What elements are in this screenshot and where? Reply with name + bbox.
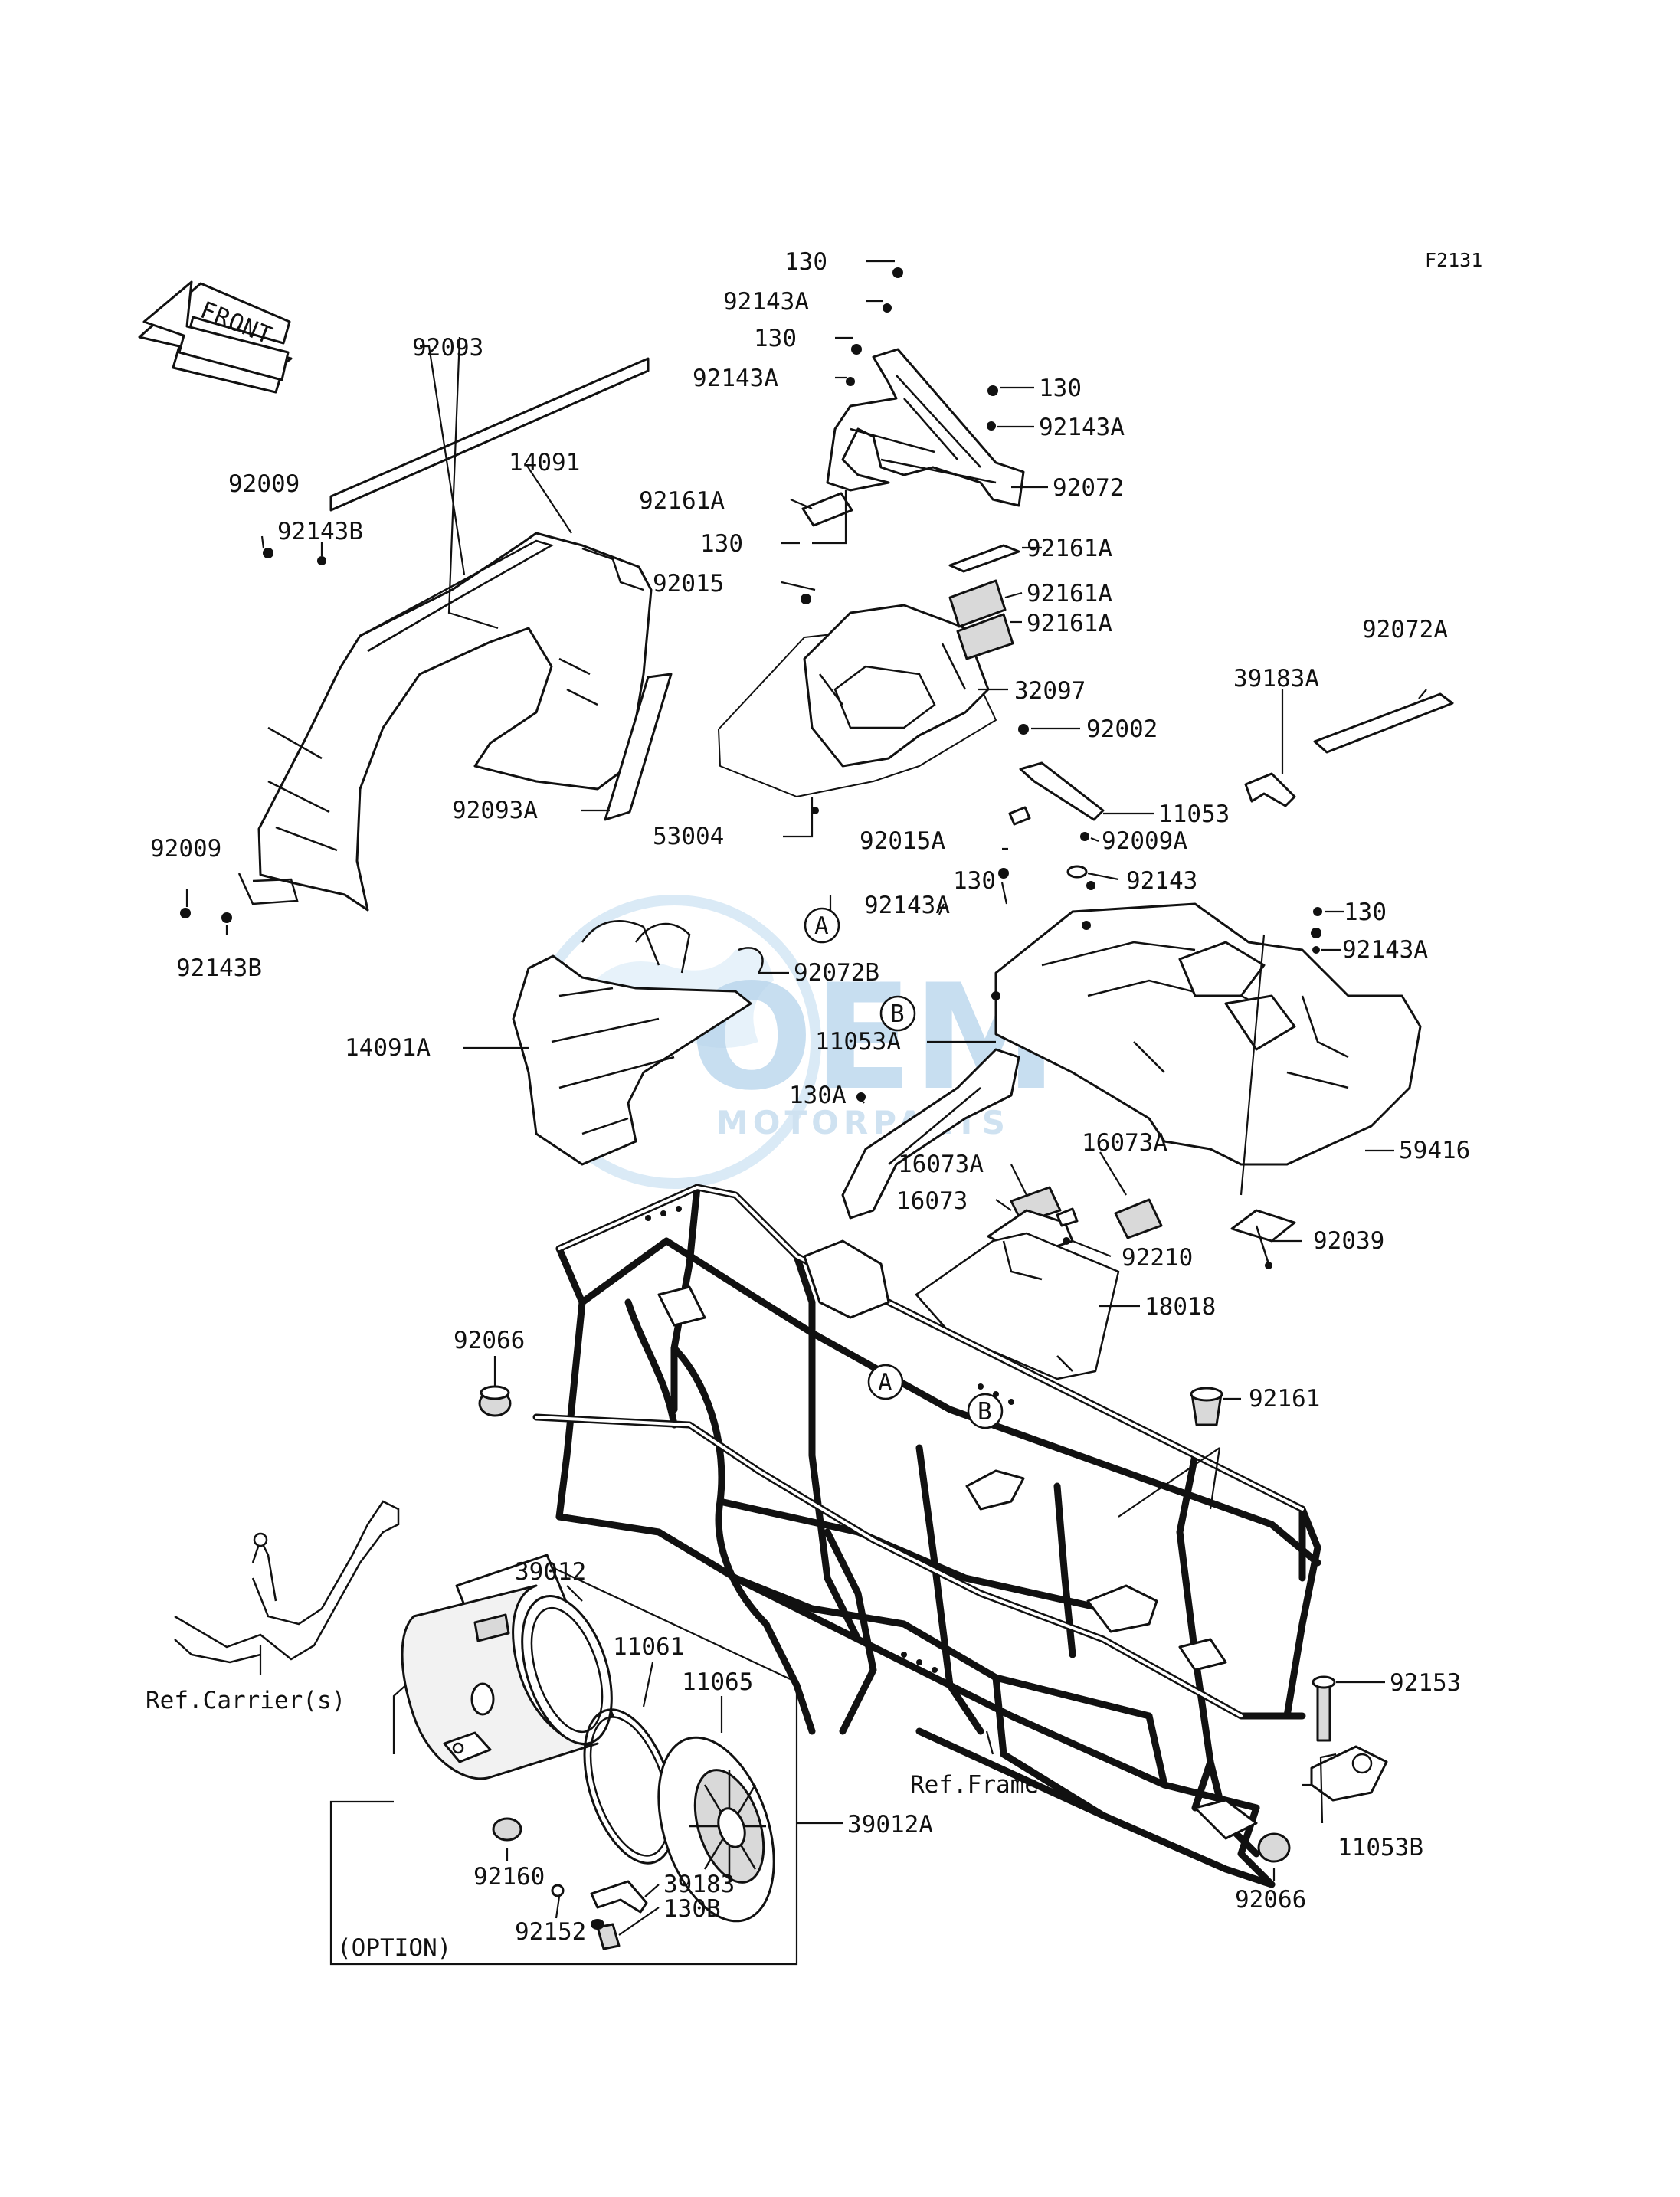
label-92161A-4: 92161A: [1027, 610, 1112, 637]
label-14091: 14091: [509, 449, 580, 476]
label-92143A-5: 92143A: [1342, 936, 1428, 964]
label-130-2: 130: [754, 325, 797, 352]
label-92143B-1: 92143B: [277, 518, 363, 545]
label-92002: 92002: [1086, 715, 1158, 743]
left-fender-group: [180, 357, 673, 923]
label-11053A: 11053A: [815, 1028, 901, 1056]
label-92161: 92161: [1249, 1385, 1320, 1413]
carrier-ref: [174, 1500, 400, 1664]
label-92093A: 92093A: [452, 797, 538, 824]
main-frame: [478, 1184, 1388, 1888]
label-92072A: 92072A: [1362, 616, 1448, 643]
option-label: (OPTION): [337, 1934, 451, 1962]
label-59416: 59416: [1399, 1137, 1470, 1164]
label-92093: 92093: [412, 334, 483, 362]
label-92066-2: 92066: [1235, 1886, 1306, 1914]
ref-a-upper: A: [814, 912, 829, 940]
label-39012: 39012: [515, 1558, 586, 1586]
label-18018: 18018: [1145, 1293, 1216, 1321]
diagram-code: F2131: [1425, 249, 1482, 271]
label-92152: 92152: [515, 1918, 586, 1946]
label-92210: 92210: [1122, 1244, 1193, 1272]
label-11053: 11053: [1158, 801, 1230, 828]
ref-circles: A B A B: [804, 907, 1004, 1429]
label-92153: 92153: [1390, 1669, 1461, 1697]
label-92143B-2: 92143B: [176, 954, 262, 982]
label-39012A: 39012A: [847, 1811, 933, 1838]
label-16073: 16073: [896, 1187, 968, 1215]
label-130B: 130B: [663, 1895, 721, 1923]
label-92015A: 92015A: [860, 827, 945, 855]
ref-a-lower: A: [878, 1369, 892, 1396]
label-11053B: 11053B: [1338, 1834, 1423, 1861]
label-11061: 11061: [613, 1633, 684, 1661]
label-92009-2: 92009: [150, 835, 221, 863]
label-39183: 39183: [663, 1871, 735, 1898]
label-92009-1: 92009: [228, 470, 300, 498]
label-14091A: 14091A: [345, 1034, 431, 1062]
label-92160: 92160: [473, 1863, 545, 1891]
seal-piece-92093A: [604, 673, 673, 821]
front-arrow-icon: FRONT: [138, 280, 293, 394]
label-16073A-2: 16073A: [1082, 1129, 1167, 1157]
label-92143A-2: 92143A: [693, 365, 778, 392]
part-labels: 130 92143A 130 92143A 130 92143A 92093 1…: [146, 248, 1470, 1946]
leader-lines: [185, 260, 1427, 1936]
label-53004: 53004: [653, 823, 724, 850]
label-92072: 92072: [1053, 474, 1124, 502]
ref-frame-label: Ref.Frame: [910, 1771, 1039, 1799]
ref-b-upper: B: [890, 1000, 905, 1028]
bracket-92072: [801, 267, 1025, 527]
label-16073A-1: 16073A: [898, 1151, 984, 1178]
label-92009A: 92009A: [1102, 827, 1187, 855]
label-92143A-4: 92143A: [864, 892, 950, 919]
ref-carrier-label: Ref.Carrier(s): [146, 1687, 345, 1714]
label-11065: 11065: [682, 1668, 753, 1696]
skid-plate-14091A: [512, 920, 764, 1166]
seat-base-59416: [991, 692, 1454, 1166]
fender-14091: [257, 532, 653, 912]
label-39183A: 39183A: [1233, 665, 1319, 692]
label-92143A-1: 92143A: [723, 288, 809, 316]
label-92143: 92143: [1126, 867, 1197, 895]
tray-32097: [718, 544, 1020, 814]
label-92161A-2: 92161A: [1027, 535, 1112, 562]
label-130A: 130A: [789, 1082, 847, 1109]
label-92039: 92039: [1313, 1227, 1384, 1255]
label-92143A-3: 92143A: [1039, 414, 1125, 441]
label-92066-1: 92066: [454, 1327, 525, 1354]
label-32097: 32097: [1014, 677, 1086, 705]
label-130-6: 130: [1344, 899, 1387, 926]
seal-strip-92093: [329, 357, 650, 512]
label-92161A-3: 92161A: [1027, 580, 1112, 607]
ref-b-lower: B: [978, 1398, 992, 1426]
label-130-5: 130: [953, 867, 996, 895]
label-130-4: 130: [700, 530, 743, 558]
label-92161A-1: 92161A: [639, 487, 725, 515]
label-130-1: 130: [784, 248, 827, 276]
label-130-3: 130: [1039, 375, 1082, 402]
label-92015: 92015: [653, 570, 724, 598]
option-group: (OPTION): [329, 1554, 798, 1966]
label-92072B: 92072B: [794, 959, 879, 987]
